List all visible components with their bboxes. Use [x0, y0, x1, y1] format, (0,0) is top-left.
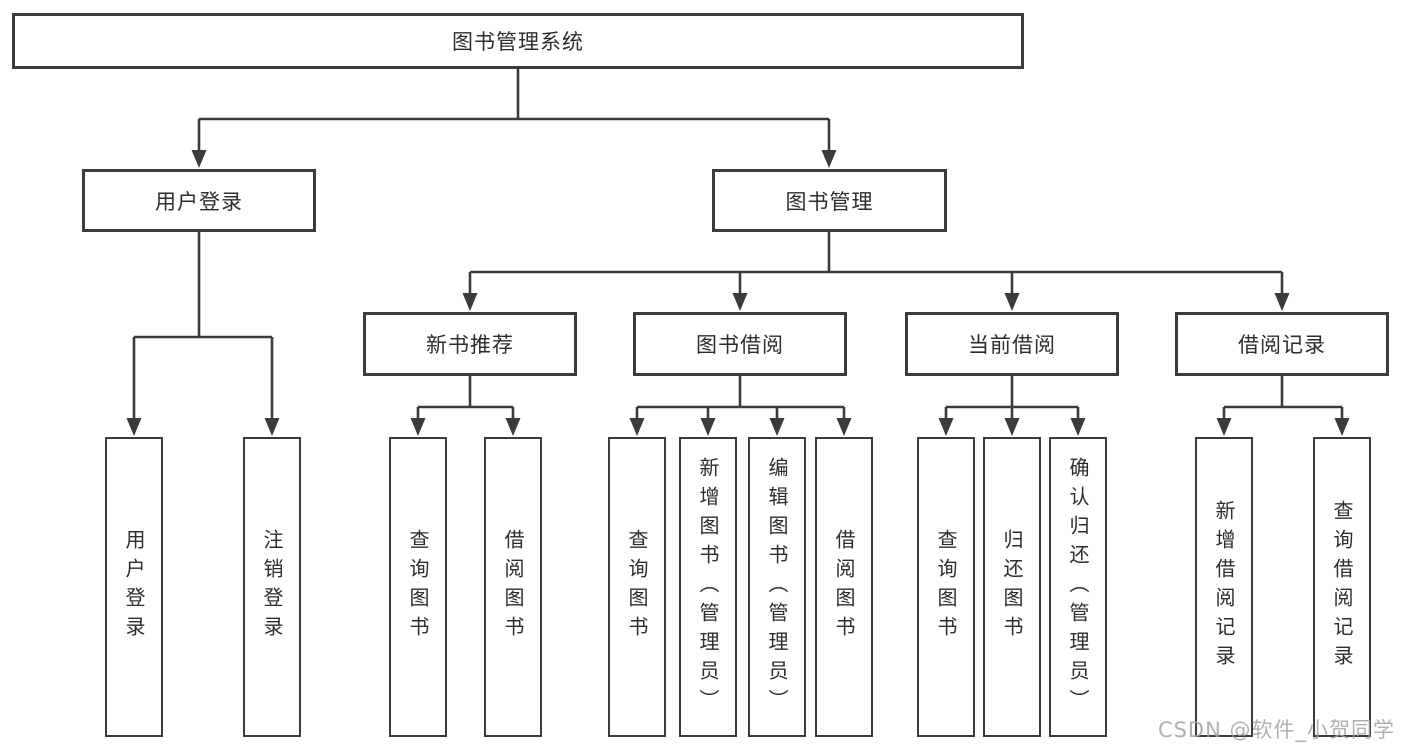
node-root: 图书管理系统: [12, 13, 1024, 69]
leaf-confirm-return-admin: 确认归还（管理员）: [1049, 437, 1107, 737]
leaf-return-books: 归还图书: [983, 437, 1041, 737]
node-book-management: 图书管理: [712, 169, 947, 232]
leaf-query-borrow-record: 查询借阅记录: [1313, 437, 1371, 737]
node-book-borrow: 图书借阅: [633, 312, 847, 376]
node-user-login: 用户登录: [82, 169, 316, 232]
leaf-borrow-books-2: 借阅图书: [815, 437, 873, 737]
leaf-add-borrow-record: 新增借阅记录: [1195, 437, 1253, 737]
node-current-borrow: 当前借阅: [905, 312, 1119, 376]
leaf-logout: 注销登录: [243, 437, 301, 737]
leaf-borrow-books-1: 借阅图书: [484, 437, 542, 737]
leaf-user-login: 用户登录: [105, 437, 163, 737]
node-new-book-recommend: 新书推荐: [363, 312, 577, 376]
leaf-edit-book-admin: 编辑图书（管理员）: [748, 437, 806, 737]
watermark-text: CSDN @软件_小贺同学: [1157, 718, 1395, 742]
node-borrow-records: 借阅记录: [1175, 312, 1389, 376]
leaf-query-books-2: 查询图书: [608, 437, 666, 737]
leaf-query-books-3: 查询图书: [917, 437, 975, 737]
leaf-query-books-1: 查询图书: [389, 437, 447, 737]
leaf-add-book-admin: 新增图书（管理员）: [679, 437, 737, 737]
